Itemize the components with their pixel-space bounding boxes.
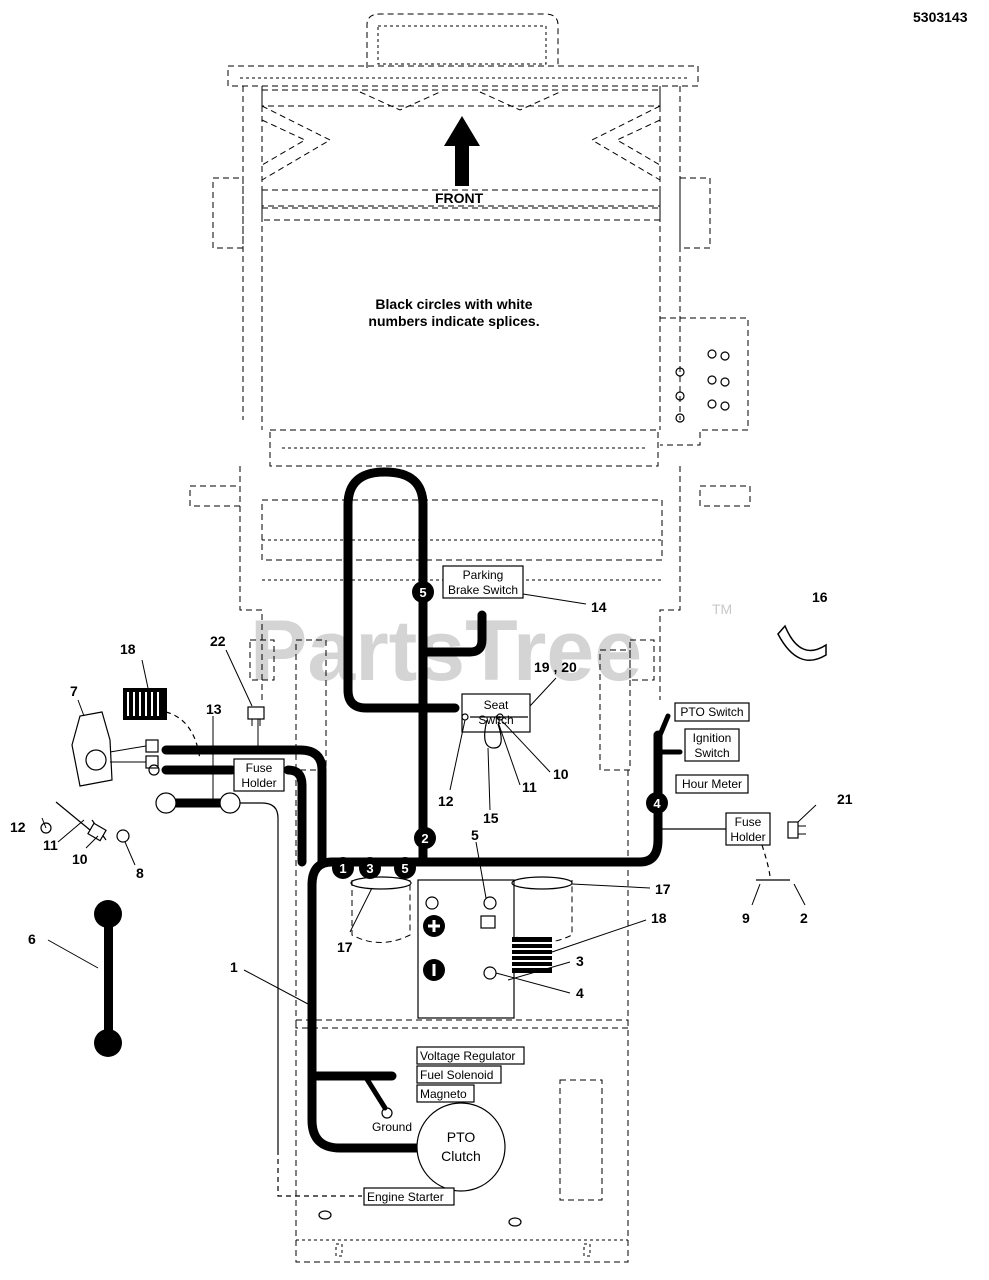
splice-2: 2 (414, 827, 436, 849)
svg-text:5: 5 (401, 861, 408, 876)
fuse-holder-left-label-1: Fuse (246, 761, 273, 775)
voltage-regulator: Voltage Regulator (416, 1046, 525, 1065)
parking-brake-switch-label-1: Parking (463, 568, 504, 582)
pto-clutch-label-1: PTO (447, 1129, 476, 1145)
callout-10-right: 10 (553, 766, 569, 782)
fuse-holder-left: Fuse Holder (233, 758, 285, 792)
splice-5-upper: 5 (412, 581, 434, 603)
callout-7: 7 (70, 683, 78, 699)
hour-meter: Hour Meter (675, 774, 749, 794)
fuse-holder-right-label-1: Fuse (735, 815, 762, 829)
fuel-solenoid-label: Fuel Solenoid (420, 1068, 493, 1082)
splice-4: 4 (646, 792, 668, 814)
hour-meter-label: Hour Meter (682, 777, 742, 791)
front-arrow: FRONT (435, 116, 484, 206)
splice-1: 1 (332, 857, 354, 879)
seat-switch-label-1: Seat (484, 698, 509, 712)
callout-5: 5 (471, 827, 479, 843)
pto-clutch: PTO Clutch (416, 1102, 506, 1192)
part-number: 5303143 (913, 9, 968, 25)
clip-16 (777, 624, 827, 661)
connector-block-lower (512, 937, 552, 973)
ground: Ground (372, 1107, 412, 1134)
svg-text:5: 5 (419, 585, 426, 600)
pto-clutch-label-2: Clutch (441, 1148, 481, 1164)
callout-3: 3 (576, 953, 584, 969)
battery-cable-6 (94, 900, 122, 1057)
splice-note-line-2: numbers indicate splices. (368, 313, 539, 329)
starter-solenoid (71, 711, 159, 787)
callout-18-lower: 18 (651, 910, 667, 926)
callout-8: 8 (136, 865, 144, 881)
callout-22: 22 (210, 633, 226, 649)
splice-note-line-1: Black circles with white (375, 296, 532, 312)
callout-19-20: 19 , 20 (534, 659, 577, 675)
battery (417, 879, 515, 1019)
fuse-22 (247, 706, 265, 726)
wire-harness (161, 467, 683, 1153)
callout-4: 4 (576, 985, 584, 1001)
callout-21: 21 (837, 791, 853, 807)
magneto: Magneto (416, 1084, 475, 1103)
switch-hardware-15 (461, 713, 528, 749)
callout-14: 14 (591, 599, 607, 615)
seat-switch: Seat Switch (461, 693, 531, 733)
callout-11-left: 11 (43, 837, 58, 853)
callout-17-right: 17 (655, 881, 671, 897)
svg-text:1: 1 (339, 861, 346, 876)
callout-15: 15 (483, 810, 499, 826)
pto-switch-label: PTO Switch (680, 705, 743, 719)
callout-17-left: 17 (337, 939, 353, 955)
splice-5-lower: 5 (394, 857, 416, 879)
front-label: FRONT (435, 190, 484, 206)
watermark-tm: TM (712, 601, 732, 617)
ground-label: Ground (372, 1120, 412, 1134)
svg-text:4: 4 (653, 796, 661, 811)
callout-6: 6 (28, 931, 36, 947)
callout-18-upper: 18 (120, 641, 136, 657)
callout-9: 9 (742, 910, 750, 926)
connector-block-upper (123, 688, 167, 720)
callout-2: 2 (800, 910, 808, 926)
fuse-21 (787, 821, 806, 839)
svg-text:3: 3 (366, 861, 373, 876)
seat-switch-label-2: Switch (478, 713, 513, 727)
svg-text:2: 2 (421, 831, 428, 846)
engine-starter-label: Engine Starter (367, 1190, 444, 1204)
parking-brake-switch-label-2: Brake Switch (448, 583, 518, 597)
callouts: 14 16 19 , 20 18 22 13 7 12 11 10 8 10 1… (10, 589, 853, 1001)
voltage-regulator-label: Voltage Regulator (420, 1049, 515, 1063)
ignition-switch-label-1: Ignition (693, 731, 732, 745)
callout-16: 16 (812, 589, 828, 605)
callout-1: 1 (230, 959, 238, 975)
fuse-holder-right-label-2: Holder (730, 830, 765, 844)
frame-outline (189, 13, 751, 1263)
splice-3: 3 (359, 857, 381, 879)
fuse-holder-right: Fuse Holder (725, 812, 771, 846)
pto-switch: PTO Switch (674, 702, 750, 722)
callout-13: 13 (206, 701, 222, 717)
magneto-label: Magneto (420, 1087, 467, 1101)
callout-11-right: 11 (522, 779, 537, 795)
callout-12-right: 12 (438, 793, 454, 809)
fuel-solenoid: Fuel Solenoid (416, 1065, 502, 1084)
callout-leaders (41, 593, 817, 1005)
callout-12-left: 12 (10, 819, 26, 835)
ignition-switch: Ignition Switch (684, 728, 740, 762)
callout-10-left: 10 (72, 851, 88, 867)
engine-starter: Engine Starter (363, 1187, 455, 1206)
fuse-holder-left-label-2: Holder (241, 776, 276, 790)
parking-brake-switch: Parking Brake Switch (442, 565, 524, 599)
ignition-switch-label-2: Switch (694, 746, 729, 760)
